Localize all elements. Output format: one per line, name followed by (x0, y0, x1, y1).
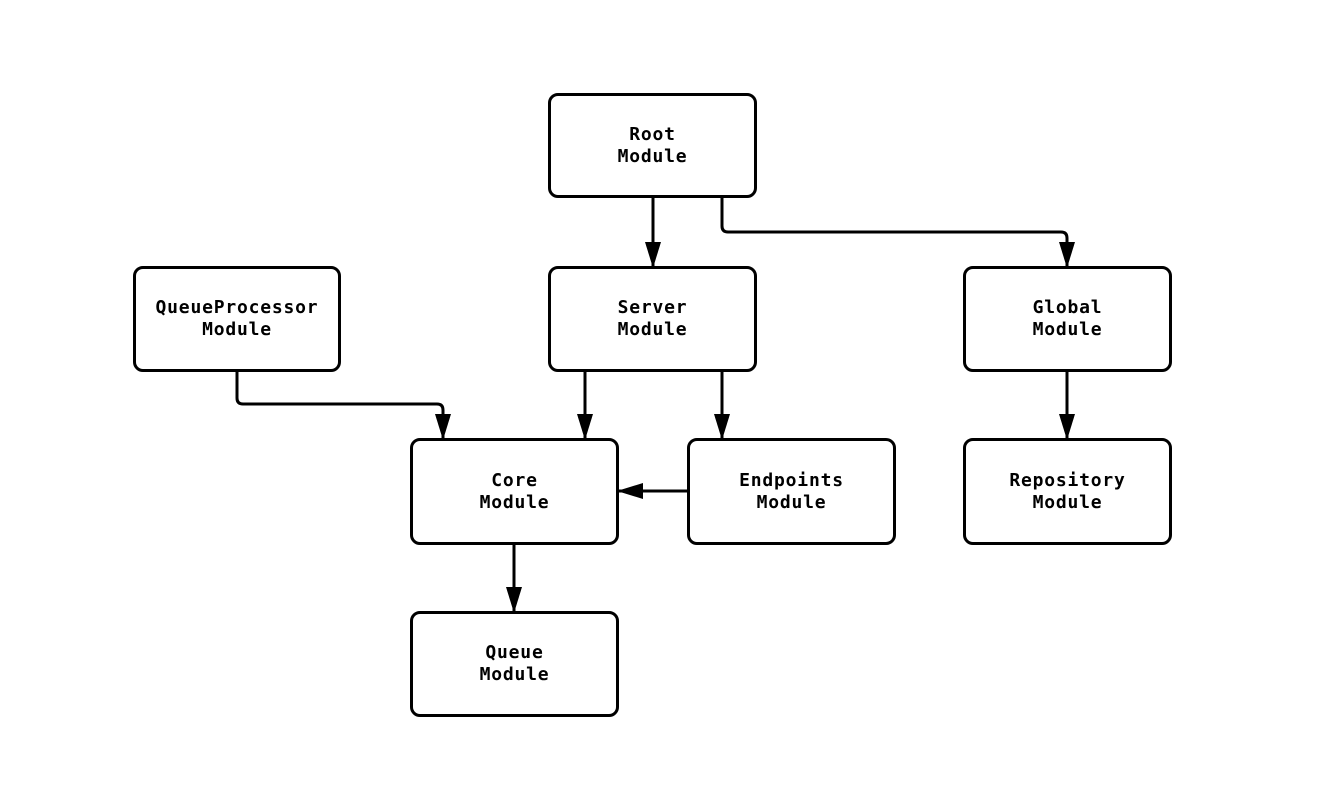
node-label-root: Root Module (617, 123, 688, 167)
node-endpoints: Endpoints Module (687, 438, 896, 545)
node-label-global: Global Module (1032, 297, 1103, 340)
node-label-endpoints: Endpoints Module (739, 469, 844, 513)
node-label-queueprocessor: QueueProcessor Module (155, 297, 319, 340)
diagram-edges (235, 198, 1075, 613)
edge-root-to-global (720, 198, 1075, 268)
node-label-core: Core Module (479, 469, 550, 513)
node-global: Global Module (963, 266, 1172, 372)
node-repository: Repository Module (963, 438, 1172, 545)
node-queue: Queue Module (410, 611, 619, 717)
node-queueprocessor: QueueProcessor Module (133, 266, 341, 372)
node-label-server: Server Module (617, 297, 688, 340)
node-root: Root Module (548, 93, 757, 198)
node-label-repository: Repository Module (1009, 469, 1126, 513)
edge-queueprocessor-to-core (235, 372, 451, 440)
node-server: Server Module (548, 266, 757, 372)
node-label-queue: Queue Module (479, 642, 550, 685)
node-core: Core Module (410, 438, 619, 545)
